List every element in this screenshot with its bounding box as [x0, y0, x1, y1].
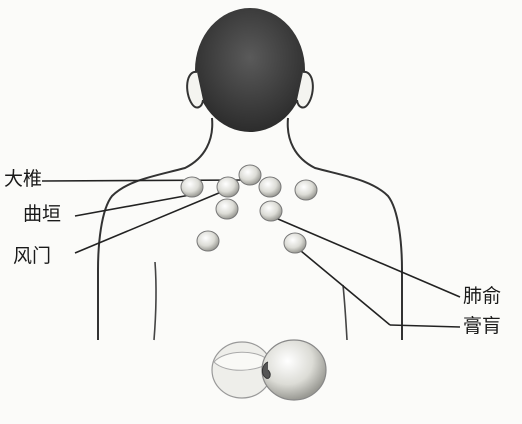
label-dazhui: 大椎: [4, 170, 42, 189]
cup: [295, 180, 317, 200]
right-arm-line: [343, 285, 347, 340]
label-fengmen: 风门: [13, 247, 51, 266]
label-quyuan: 曲垣: [23, 205, 61, 224]
leader-gaohuang: [295, 246, 390, 325]
cup: [197, 231, 219, 251]
cupping-jars-illustration: [212, 340, 326, 400]
label-gaohuang: 膏肓: [463, 317, 501, 336]
left-arm-line: [154, 262, 156, 340]
leader-feishu: [271, 216, 460, 297]
cup: [181, 177, 203, 197]
cup: [217, 177, 239, 197]
label-feishu: 肺俞: [463, 287, 501, 306]
cup: [216, 199, 238, 219]
cup: [284, 233, 306, 253]
leader-dazhui: [42, 180, 247, 181]
cup: [239, 165, 261, 185]
cup: [259, 177, 281, 197]
head: [195, 8, 305, 132]
cup: [260, 201, 282, 221]
leader-gaohuang-end: [390, 325, 460, 327]
